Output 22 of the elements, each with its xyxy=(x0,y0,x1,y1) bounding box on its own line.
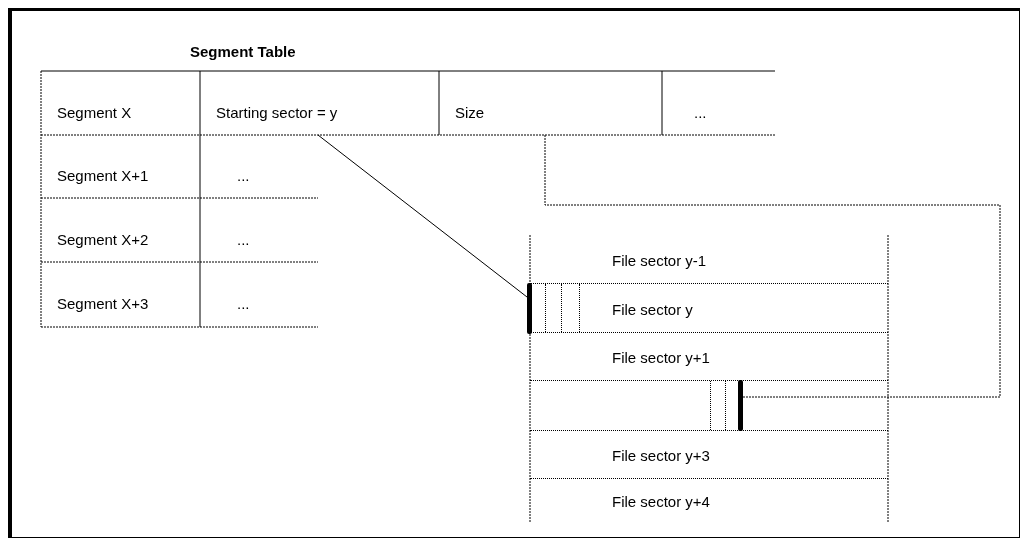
sector-label: File sector y+1 xyxy=(612,349,710,367)
table-cell-text: Segment X xyxy=(57,104,132,122)
sector-row xyxy=(530,381,888,431)
table-cell-text: Segment X+1 xyxy=(57,167,149,185)
sector-label: File sector y xyxy=(612,300,693,319)
sector-label: File sector y-1 xyxy=(612,251,707,270)
table-cell-text: ... xyxy=(237,167,250,185)
cell-text: Size xyxy=(455,104,485,122)
leader-line xyxy=(317,134,528,298)
cell-text: Starting sector = y xyxy=(216,104,338,122)
table-cell-text: Segment X+2 xyxy=(57,231,149,249)
sector-label: File sector y+4 xyxy=(612,493,710,511)
end-marker-bar xyxy=(738,380,743,431)
table-cell-text: ... xyxy=(237,295,250,313)
sector-label: File sector y+3 xyxy=(612,447,710,465)
leader-line xyxy=(544,134,1001,398)
start-marker-bar xyxy=(527,283,532,334)
table-cell-text: ... xyxy=(237,231,250,249)
table-cell-text: Segment X+3 xyxy=(57,295,149,313)
table-title: Segment Table xyxy=(190,43,296,61)
sector-row xyxy=(530,284,888,333)
table-cell-text: ... xyxy=(694,104,707,122)
